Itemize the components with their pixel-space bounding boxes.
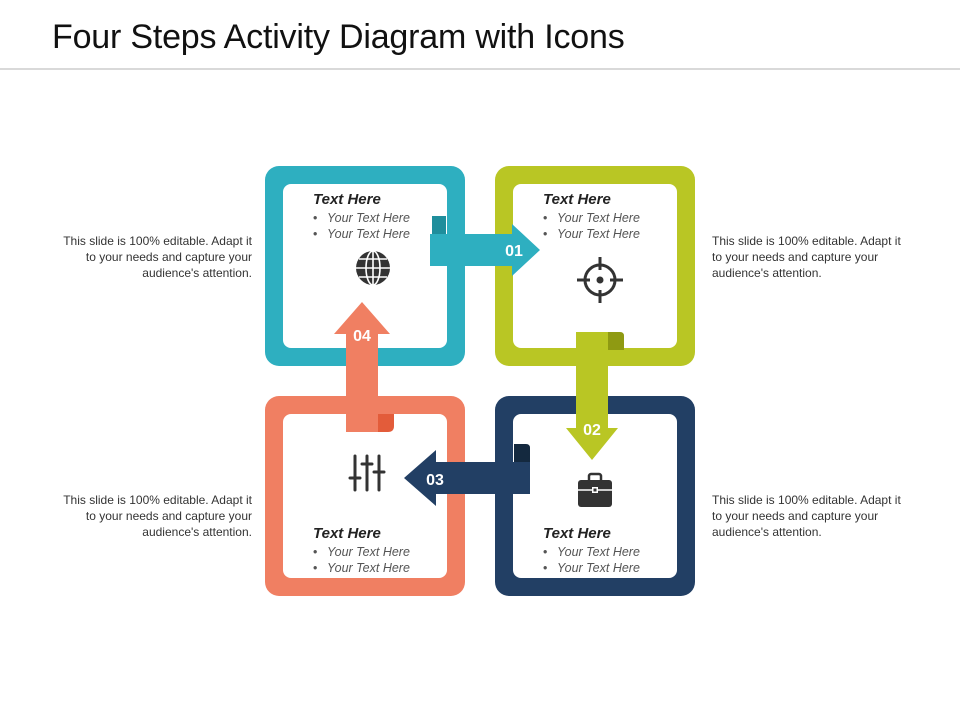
step-card-lime: Text Here Your Text Here Your Text Here — [543, 191, 683, 242]
step-card-teal: Text Here Your Text Here Your Text Here — [313, 191, 453, 242]
side-note-bottom-right: This slide is 100% editable. Adapt it to… — [712, 493, 901, 539]
step-number-03: 03 — [426, 472, 444, 489]
step-card-coral: Text Here Your Text Here Your Text Here — [313, 525, 453, 576]
arrow-step-02: 02 — [566, 332, 624, 460]
step-bullet: Your Text Here — [313, 210, 453, 226]
step-heading: Text Here — [313, 525, 381, 542]
side-note-top-right: This slide is 100% editable. Adapt it to… — [712, 234, 901, 280]
step-number-02: 02 — [583, 422, 601, 439]
page-title: Four Steps Activity Diagram with Icons — [52, 18, 625, 56]
title-divider — [0, 68, 960, 70]
globe-icon — [356, 250, 390, 286]
target-icon — [577, 257, 623, 303]
side-note-bottom-left: This slide is 100% editable. Adapt it to… — [63, 493, 252, 539]
step-bullet: Your Text Here — [543, 210, 683, 226]
step-card-navy: Text Here Your Text Here Your Text Here — [543, 525, 683, 576]
step-bullet: Your Text Here — [543, 226, 683, 242]
step-bullet: Your Text Here — [313, 226, 453, 242]
sliders-icon — [348, 454, 386, 492]
step-number-04: 04 — [353, 328, 371, 345]
step-heading: Text Here — [313, 191, 381, 208]
side-note-top-left: This slide is 100% editable. Adapt it to… — [63, 234, 252, 280]
step-bullet: Your Text Here — [543, 560, 683, 576]
step-bullet: Your Text Here — [543, 544, 683, 560]
step-number-01: 01 — [505, 243, 523, 260]
arrow-step-03: 03 — [404, 444, 530, 506]
briefcase-icon — [578, 472, 612, 507]
step-heading: Text Here — [543, 525, 611, 542]
arrow-step-04: 04 — [334, 302, 394, 432]
step-bullet: Your Text Here — [313, 544, 453, 560]
arrow-step-01: 01 — [430, 216, 540, 276]
step-heading: Text Here — [543, 191, 611, 208]
step-bullet: Your Text Here — [313, 560, 453, 576]
